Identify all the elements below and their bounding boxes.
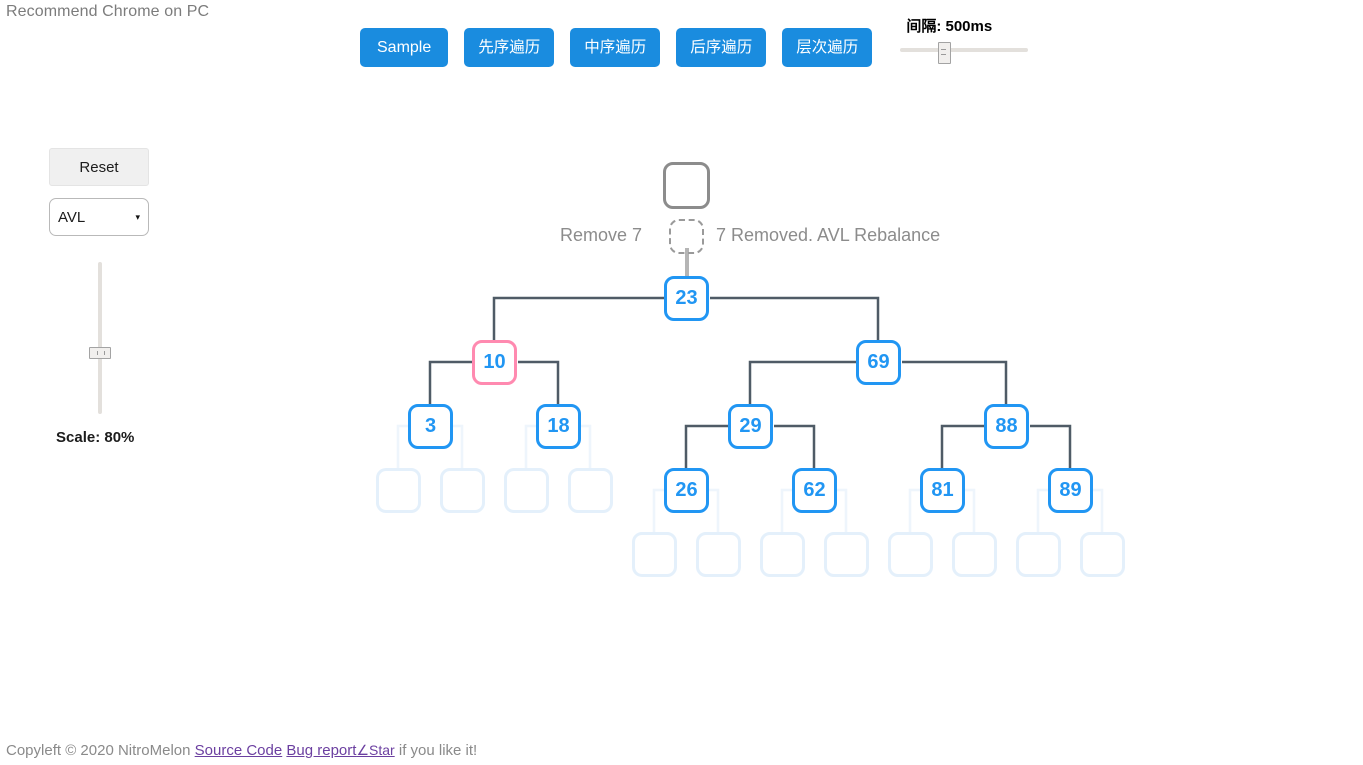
tree-node-empty [568, 468, 613, 513]
tree-node-29[interactable]: 29 [728, 404, 773, 449]
speed-slider-thumb[interactable] [938, 42, 952, 64]
inorder-button[interactable]: 中序遍历 [570, 28, 661, 67]
reset-button[interactable]: Reset [49, 148, 149, 186]
sample-button[interactable]: Sample [360, 28, 449, 67]
tree-node-26[interactable]: 26 [664, 468, 709, 513]
preorder-button[interactable]: 先序遍历 [464, 28, 555, 67]
operation-label: Remove 7 [560, 225, 643, 245]
tree-node-empty [504, 468, 549, 513]
tree-node-18[interactable]: 18 [536, 404, 581, 449]
speed-slider-track [900, 48, 1029, 52]
footer-tail: if you like it! [394, 742, 478, 759]
postorder-button[interactable]: 后序遍历 [676, 28, 767, 67]
scale-slider-thumb[interactable] [89, 347, 111, 359]
star-link-label: Star [369, 742, 395, 758]
tree-node-empty [760, 532, 805, 577]
removed-node-placeholder [669, 219, 704, 254]
tree-node-69[interactable]: 69 [856, 340, 901, 385]
source-code-link[interactable]: Source Code [194, 742, 283, 759]
tree-node-3[interactable]: 3 [408, 404, 453, 449]
scale-label: Scale: 80% [56, 429, 135, 446]
star-link[interactable]: ∠Star [356, 742, 394, 758]
algorithm-select-value: AVL [58, 208, 86, 226]
tree-links [396, 248, 1104, 532]
sidebar: Reset AVL ▾ Scale: 80% [49, 148, 149, 446]
tree-node-89[interactable]: 89 [1048, 468, 1093, 513]
levelorder-button[interactable]: 层次遍历 [782, 28, 873, 67]
speed-label: 间隔: 500ms [906, 18, 993, 35]
tree-node-empty [1080, 532, 1125, 577]
footer: Copyleft © 2020 NitroMelon Source Code B… [6, 742, 477, 759]
tree-node-62[interactable]: 62 [792, 468, 837, 513]
star-icon: ∠ [356, 742, 369, 758]
tree-node-empty [888, 532, 933, 577]
speed-control: 间隔: 500ms [900, 15, 1029, 64]
tree-node-23[interactable]: 23 [664, 276, 709, 321]
tree-node-empty [952, 532, 997, 577]
tree-node-empty [824, 532, 869, 577]
browser-recommendation-notice: Recommend Chrome on PC [6, 3, 210, 20]
tree-node-empty [376, 468, 421, 513]
tree-node-empty [696, 532, 741, 577]
scale-slider-track [98, 262, 102, 414]
speed-slider[interactable] [900, 42, 1029, 64]
tree-node-81[interactable]: 81 [920, 468, 965, 513]
bug-report-link[interactable]: Bug report [286, 742, 357, 759]
tree-canvas: Remove 7 7 Removed. AVL Rebalance 23 10 69… [376, 162, 1125, 577]
toolbar: Sample 先序遍历 中序遍历 后序遍历 层次遍历 间隔: 500ms [360, 18, 1029, 71]
algorithm-select[interactable]: AVL ▾ [49, 198, 149, 236]
footer-copyright: Copyleft © 2020 NitroMelon [6, 742, 191, 759]
tree-node-10[interactable]: 10 [472, 340, 517, 385]
tree-node-empty [632, 532, 677, 577]
tree-node-empty [1016, 532, 1061, 577]
scale-slider[interactable] [89, 262, 111, 414]
operation-status: 7 Removed. AVL Rebalance [716, 225, 941, 245]
chevron-down-icon: ▾ [135, 211, 140, 222]
tree-node-empty [440, 468, 485, 513]
tree-node-88[interactable]: 88 [984, 404, 1029, 449]
node-value-input[interactable] [663, 162, 710, 209]
